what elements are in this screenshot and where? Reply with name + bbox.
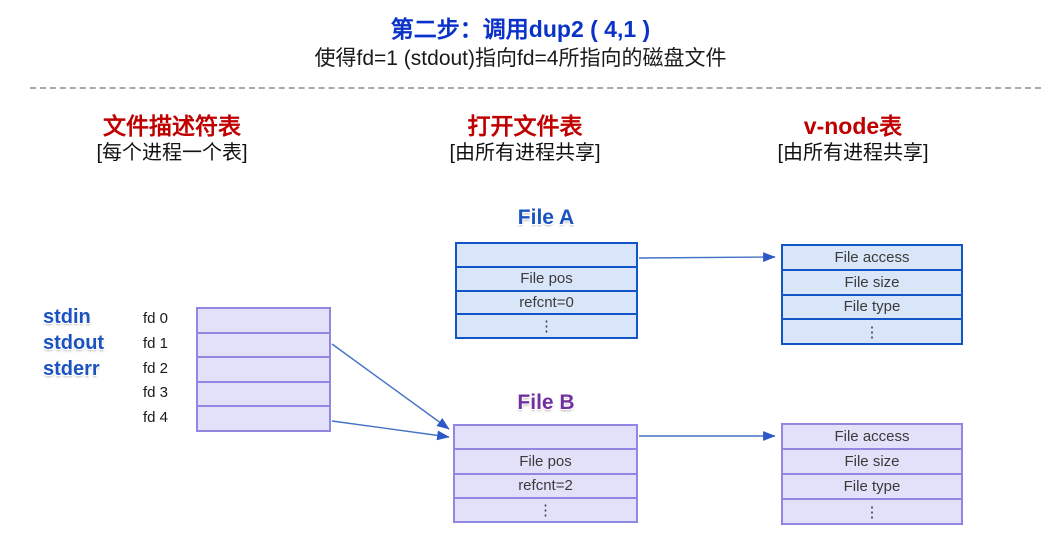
table-row: ⋮ bbox=[538, 501, 553, 519]
column-title: 文件描述符表 bbox=[103, 113, 241, 139]
column-title: 打开文件表 bbox=[467, 113, 583, 139]
stdout-label: stdout bbox=[43, 332, 105, 354]
stderr-label: stderr bbox=[43, 358, 100, 380]
table-row: File type bbox=[783, 296, 961, 321]
vnode-b-table: File access File size File type ⋮ bbox=[781, 423, 963, 525]
table-row: ⋮ bbox=[864, 323, 880, 341]
table-row: File access bbox=[783, 246, 961, 271]
fd-table bbox=[196, 307, 331, 432]
table-row bbox=[457, 244, 636, 268]
fd0-label: fd 0 bbox=[143, 310, 169, 327]
table-row bbox=[198, 358, 329, 383]
page-subtitle: 使得fd=1 (stdout)指向fd=4所指向的磁盘文件 bbox=[314, 47, 727, 70]
fd1-label: fd 1 bbox=[143, 334, 169, 352]
table-row: refcnt=2 bbox=[455, 475, 636, 499]
table-row: File type bbox=[783, 475, 961, 500]
table-row: File size bbox=[783, 450, 961, 475]
file-a-label: File A bbox=[517, 206, 575, 229]
table-row bbox=[198, 383, 329, 408]
stream-labels: stdin stdout stderr bbox=[43, 304, 104, 382]
arrow-fd4-to-fileb bbox=[331, 420, 450, 441]
fd3-label: fd 3 bbox=[143, 384, 169, 402]
column-header-vnode-table: v-node表 [由所有进程共享] bbox=[703, 112, 1003, 166]
vnode-a-table: File access File size File type ⋮ bbox=[781, 244, 963, 345]
file-b-label: File B bbox=[517, 391, 575, 414]
table-row bbox=[455, 426, 636, 451]
column-title: v-node表 bbox=[803, 113, 903, 139]
file-b-table: File pos refcnt=2 ⋮ bbox=[453, 424, 638, 523]
table-row: File size bbox=[783, 271, 961, 296]
column-subtitle: [由所有进程共享] bbox=[777, 142, 929, 164]
table-row bbox=[198, 309, 329, 334]
page-title: 第二步：调用dup2 ( 4,1 ) bbox=[390, 16, 651, 42]
arrow-filea-to-vnode-a bbox=[638, 252, 776, 262]
fd4-label: fd 4 bbox=[143, 409, 169, 427]
table-row bbox=[198, 407, 329, 430]
table-row: File access bbox=[783, 425, 961, 450]
table-row: File pos bbox=[457, 268, 636, 292]
column-header-fd-table: 文件描述符表 [每个进程一个表] bbox=[22, 112, 322, 166]
table-row bbox=[198, 334, 329, 359]
arrow-fd1-to-fileb bbox=[331, 343, 450, 430]
column-subtitle: [由所有进程共享] bbox=[449, 142, 601, 164]
column-header-open-file-table: 打开文件表 [由所有进程共享] bbox=[375, 112, 675, 166]
table-row: File pos bbox=[455, 450, 636, 475]
table-row: ⋮ bbox=[539, 318, 554, 336]
column-subtitle: [每个进程一个表] bbox=[96, 142, 248, 164]
stdin-label: stdin bbox=[43, 306, 91, 328]
table-row: ⋮ bbox=[864, 503, 880, 521]
fd2-label: fd 2 bbox=[143, 359, 169, 377]
file-a-table: File pos refcnt=0 ⋮ bbox=[455, 242, 638, 339]
dotted-separator bbox=[30, 87, 1041, 89]
table-row: refcnt=0 bbox=[457, 292, 636, 316]
fd-number-labels: fd 0 fd 1 fd 2 fd 3 fd 4 bbox=[143, 307, 168, 431]
